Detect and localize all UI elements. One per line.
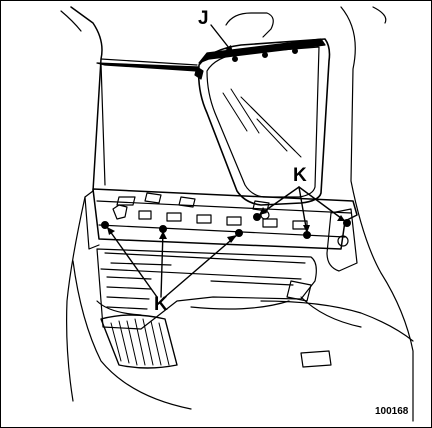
- arrow-heads: [107, 45, 345, 243]
- glass-hatching: [222, 88, 302, 158]
- callout-label-k-upper: K: [293, 165, 307, 186]
- callout-label-k-lower: K: [154, 294, 168, 315]
- figure-reference-number: 100168: [375, 406, 409, 417]
- callout-label-j: J: [198, 8, 209, 29]
- sill-and-floor: [66, 196, 414, 410]
- j-fasteners: [232, 47, 299, 62]
- ribbed-mat: [100, 314, 178, 369]
- floor-tray: [96, 248, 317, 330]
- body-outline: [60, 6, 414, 422]
